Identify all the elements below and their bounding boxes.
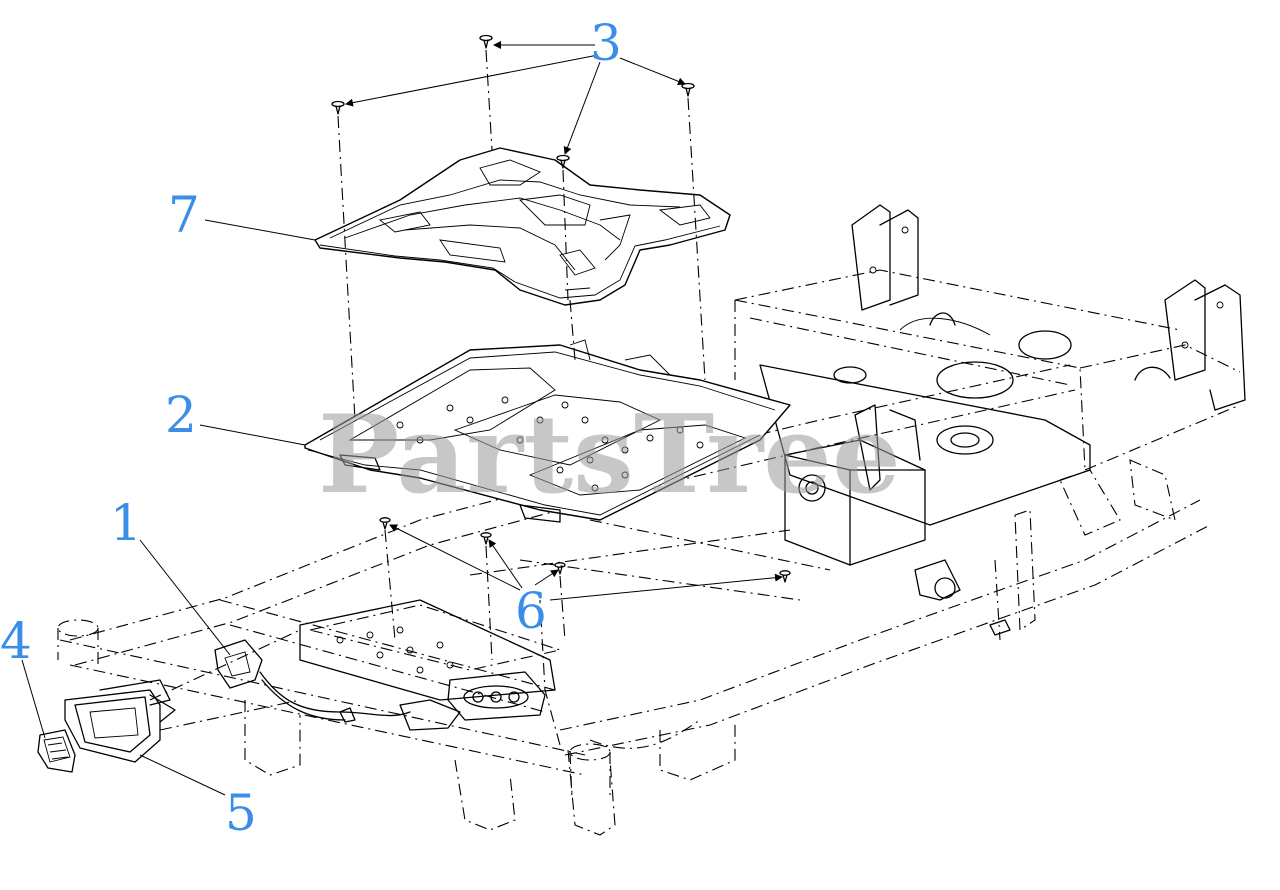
part-4-lens — [37, 729, 76, 773]
part-5-headlight-housing — [64, 679, 176, 763]
callout-5: 5 — [225, 784, 257, 842]
watermark: PartsTree — [318, 392, 901, 518]
callout-1: 1 — [110, 494, 142, 552]
callout-3: 3 — [590, 14, 622, 72]
frame-phantom — [57, 269, 1241, 836]
callout-2: 2 — [165, 386, 197, 444]
screw-6c — [554, 562, 566, 575]
screw-3d — [556, 154, 570, 169]
screw-3a — [479, 34, 493, 49]
screw-6d — [779, 570, 791, 583]
callout-7: 7 — [168, 186, 200, 244]
screw-3b — [331, 100, 345, 115]
mount-box — [784, 404, 926, 566]
part-2-floor-pan — [304, 339, 791, 523]
callout-6: 6 — [515, 582, 547, 640]
screw-3c — [681, 82, 695, 97]
screws-part-3 — [331, 34, 695, 169]
dash-holes — [336, 626, 454, 674]
screws-part-6 — [379, 517, 791, 583]
callout-labels: 3 7 2 1 6 4 5 — [0, 14, 622, 842]
floor-pan-holes — [396, 396, 704, 492]
rear-frame-plate — [759, 312, 1171, 526]
leader-lines — [21, 41, 783, 796]
part-7-seat-plate — [314, 147, 731, 306]
screw-6a — [379, 517, 391, 530]
callout-4: 4 — [0, 612, 32, 670]
rear-axle-part — [914, 559, 1011, 636]
front-dash-area — [214, 599, 556, 731]
rear-uprights — [851, 204, 1246, 411]
screw-6b — [480, 532, 492, 545]
alignment-lines — [149, 49, 706, 731]
